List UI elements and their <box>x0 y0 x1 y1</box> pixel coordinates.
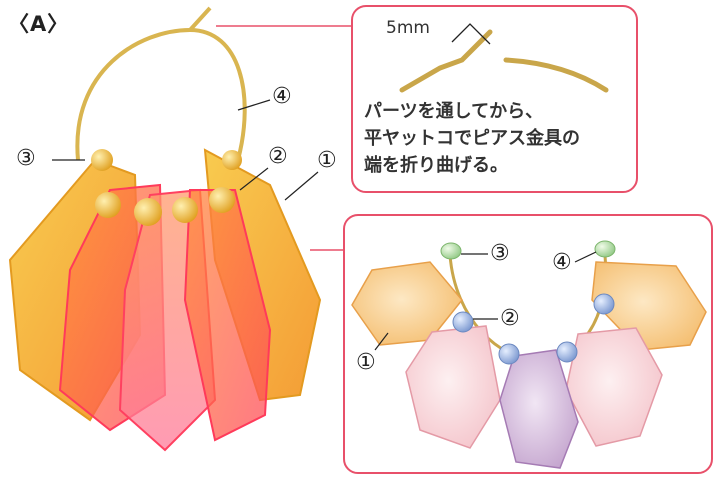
assembly-label-1: ① <box>356 350 376 375</box>
instruction-line-2: 平ヤットコでピアス金具の <box>364 128 580 149</box>
instruction-note: パーツを通してから、 平ヤットコでピアス金具の 端を折り曲げる。 <box>364 98 634 179</box>
photo-label-1: ① <box>317 148 337 173</box>
gold-bead-3 <box>172 197 198 223</box>
instruction-line-1: パーツを通してから、 <box>364 101 544 122</box>
orange-part-right <box>591 261 707 351</box>
assembly-diagram <box>310 214 713 474</box>
instruction-line-3: 端を折り曲げる。 <box>364 155 508 176</box>
assembly-label-2: ② <box>500 306 520 331</box>
blue-bead-3 <box>556 341 578 363</box>
red-acrylic-part-2 <box>183 189 272 442</box>
assembly-label-4: ④ <box>552 250 572 275</box>
detail-callout <box>351 5 638 193</box>
photo-label-2: ② <box>268 144 288 169</box>
earring-photo <box>8 6 352 452</box>
detail-callout-box <box>351 5 638 193</box>
dimension-bracket <box>451 23 491 45</box>
blue-bead-1 <box>452 311 474 333</box>
assembly-leader-4 <box>574 251 597 263</box>
blue-bead-2 <box>498 343 520 365</box>
photo-label-3: ③ <box>16 146 36 171</box>
green-bead-left <box>440 242 462 260</box>
blue-bead-4 <box>593 293 615 315</box>
photo-label-4: ④ <box>272 84 292 109</box>
leader-line-1 <box>284 171 319 201</box>
green-bead-right <box>594 240 616 258</box>
gold-bead-2 <box>134 198 162 226</box>
assembly-label-3: ③ <box>490 241 510 266</box>
purple-part-center <box>499 349 579 469</box>
gold-bead-small-left <box>91 149 113 171</box>
pink-part-left <box>405 325 501 449</box>
figure-title: 〈A〉 <box>8 12 70 36</box>
bent-wire-end <box>399 29 493 93</box>
leader-line-4 <box>237 99 271 111</box>
straight-wire-end <box>503 57 609 93</box>
assembly-leader-1 <box>374 332 389 351</box>
leader-line-2 <box>239 167 269 191</box>
earring-hoop-wire <box>75 27 247 161</box>
gold-bead-1 <box>95 192 121 218</box>
earring-wire-tip <box>188 6 212 32</box>
gold-bead-4 <box>209 187 235 213</box>
gold-bead-small-right <box>222 150 242 170</box>
dimension-label: 5mm <box>386 18 430 38</box>
